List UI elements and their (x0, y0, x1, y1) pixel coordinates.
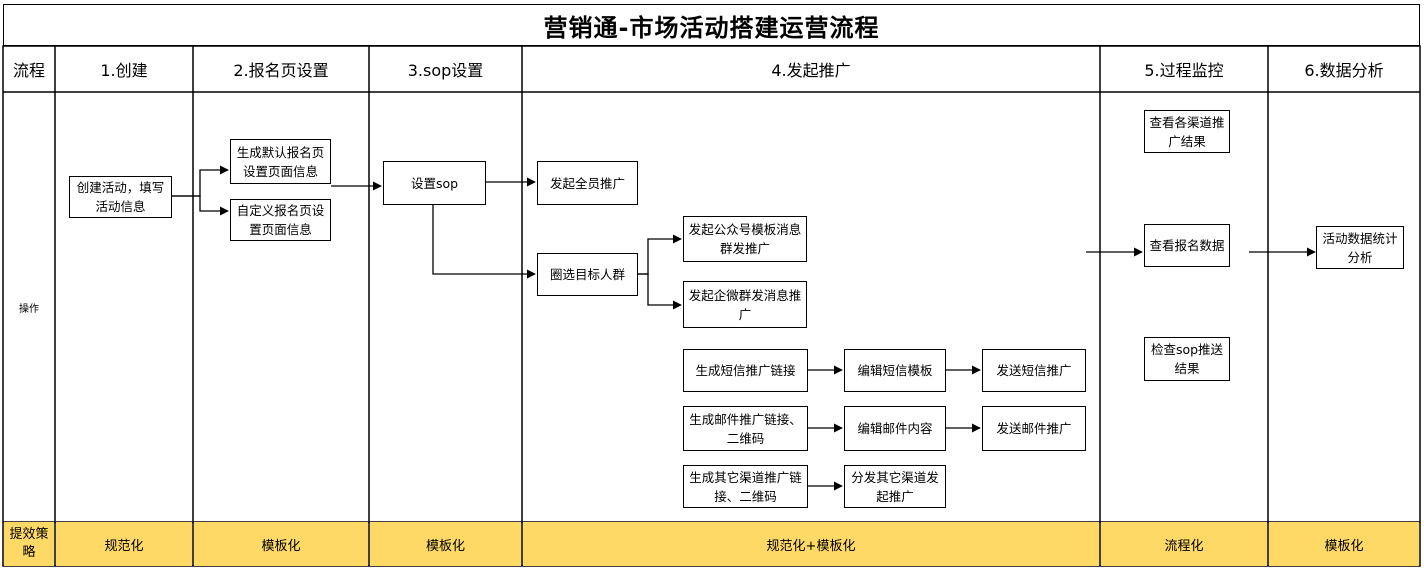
node-create-activity: 创建活动，填写活动信息 (69, 176, 172, 218)
node-mail-link: 生成邮件推广链接、二维码 (683, 406, 808, 451)
node-all-staff-promotion: 发起全员推广 (537, 161, 638, 205)
node-sms-send: 发送短信推广 (982, 349, 1086, 392)
connectors (172, 165, 1316, 491)
row-label-operation: 操作 (19, 303, 39, 315)
node-wechat-template-push: 发起公众号模板消息群发推广 (683, 216, 807, 262)
stage-5-header: 5.过程监控 (1144, 61, 1224, 80)
stage-3-header: 3.sop设置 (407, 61, 484, 80)
strategy-stage-6: 模板化 (1269, 522, 1419, 566)
strategy-stage-5: 流程化 (1101, 522, 1267, 566)
node-sms-link: 生成短信推广链接 (683, 349, 808, 392)
strategy-stage-3: 模板化 (370, 522, 521, 566)
diagram-title: 营销通-市场活动搭建运营流程 (3, 4, 1420, 46)
node-sms-template: 编辑短信模板 (844, 349, 946, 392)
strategy-stage-4: 规范化+模板化 (523, 522, 1099, 566)
node-set-sop: 设置sop (383, 161, 486, 205)
node-channel-results: 查看各渠道推广结果 (1144, 110, 1230, 153)
node-wecom-group-push: 发起企微群发消息推广 (683, 281, 807, 328)
node-mail-content: 编辑邮件内容 (844, 406, 946, 451)
node-other-channel-send: 分发其它渠道发起推广 (844, 465, 946, 508)
header-process-label: 流程 (12, 61, 45, 80)
stage-1-header: 1.创建 (100, 61, 148, 80)
footer-strategy-label: 提效策略 (4, 522, 54, 566)
stage-2-header: 2.报名页设置 (233, 61, 329, 80)
node-sop-results: 检查sop推送结果 (1144, 337, 1230, 381)
node-custom-signup-page: 自定义报名页设置页面信息 (230, 199, 331, 241)
node-signup-data: 查看报名数据 (1144, 224, 1230, 267)
strategy-stage-2: 模板化 (194, 522, 368, 566)
strategy-stage-1: 规范化 (56, 522, 192, 566)
stage-6-header: 6.数据分析 (1304, 61, 1384, 80)
node-target-crowd: 圈选目标人群 (537, 253, 638, 296)
node-other-channel-link: 生成其它渠道推广链接、二维码 (683, 465, 808, 508)
stage-4-header: 4.发起推广 (771, 61, 851, 80)
node-activity-stats: 活动数据统计分析 (1316, 226, 1404, 269)
node-default-signup-page: 生成默认报名页设置页面信息 (230, 139, 331, 184)
node-mail-send: 发送邮件推广 (982, 406, 1086, 451)
